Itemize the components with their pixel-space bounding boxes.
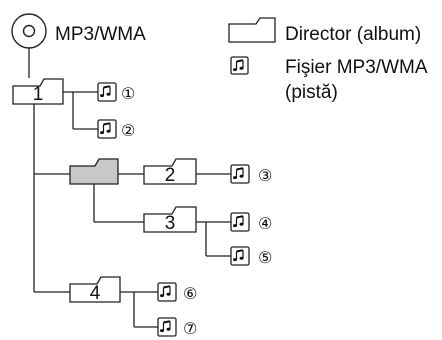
legend-folder-label: Director (album) [285, 24, 421, 45]
legend-track-label-line1: Fişier MP3/WMA [285, 57, 428, 78]
disc-icon [11, 13, 47, 49]
folder-highlighted [69, 158, 119, 185]
folder-3: 3 [143, 206, 197, 234]
legend: Director (album) Fişier MP3/WMA (pistă) [228, 17, 428, 103]
track-number: ⑤ [258, 248, 272, 267]
folder-label: 2 [165, 165, 176, 186]
track-1: ① [97, 82, 135, 103]
legend-folder-icon [228, 17, 276, 43]
track-number: ⑥ [183, 284, 197, 303]
tree-connector-lines [28, 48, 231, 328]
legend-track-icon [230, 56, 249, 75]
folder-label: 1 [33, 84, 44, 105]
folder-label: 4 [90, 283, 101, 304]
track-4: ④ [230, 212, 272, 233]
legend-track-label-line2: (pistă) [285, 82, 338, 103]
track-number: ② [121, 121, 135, 140]
folder-4: 4 [69, 276, 121, 304]
track-3: ③ [230, 164, 272, 185]
track-2: ② [97, 119, 135, 140]
track-number: ⑦ [183, 319, 197, 338]
folder-2: 2 [143, 158, 197, 186]
track-7: ⑦ [157, 317, 197, 338]
track-number: ① [121, 84, 135, 103]
track-5: ⑤ [230, 246, 272, 267]
track-6: ⑥ [157, 282, 197, 303]
folder-label: 3 [165, 213, 176, 234]
disc-label: MP3/WMA [55, 24, 146, 45]
track-number: ④ [258, 214, 272, 233]
track-number: ③ [258, 166, 272, 185]
folder-1: 1 [12, 78, 64, 105]
